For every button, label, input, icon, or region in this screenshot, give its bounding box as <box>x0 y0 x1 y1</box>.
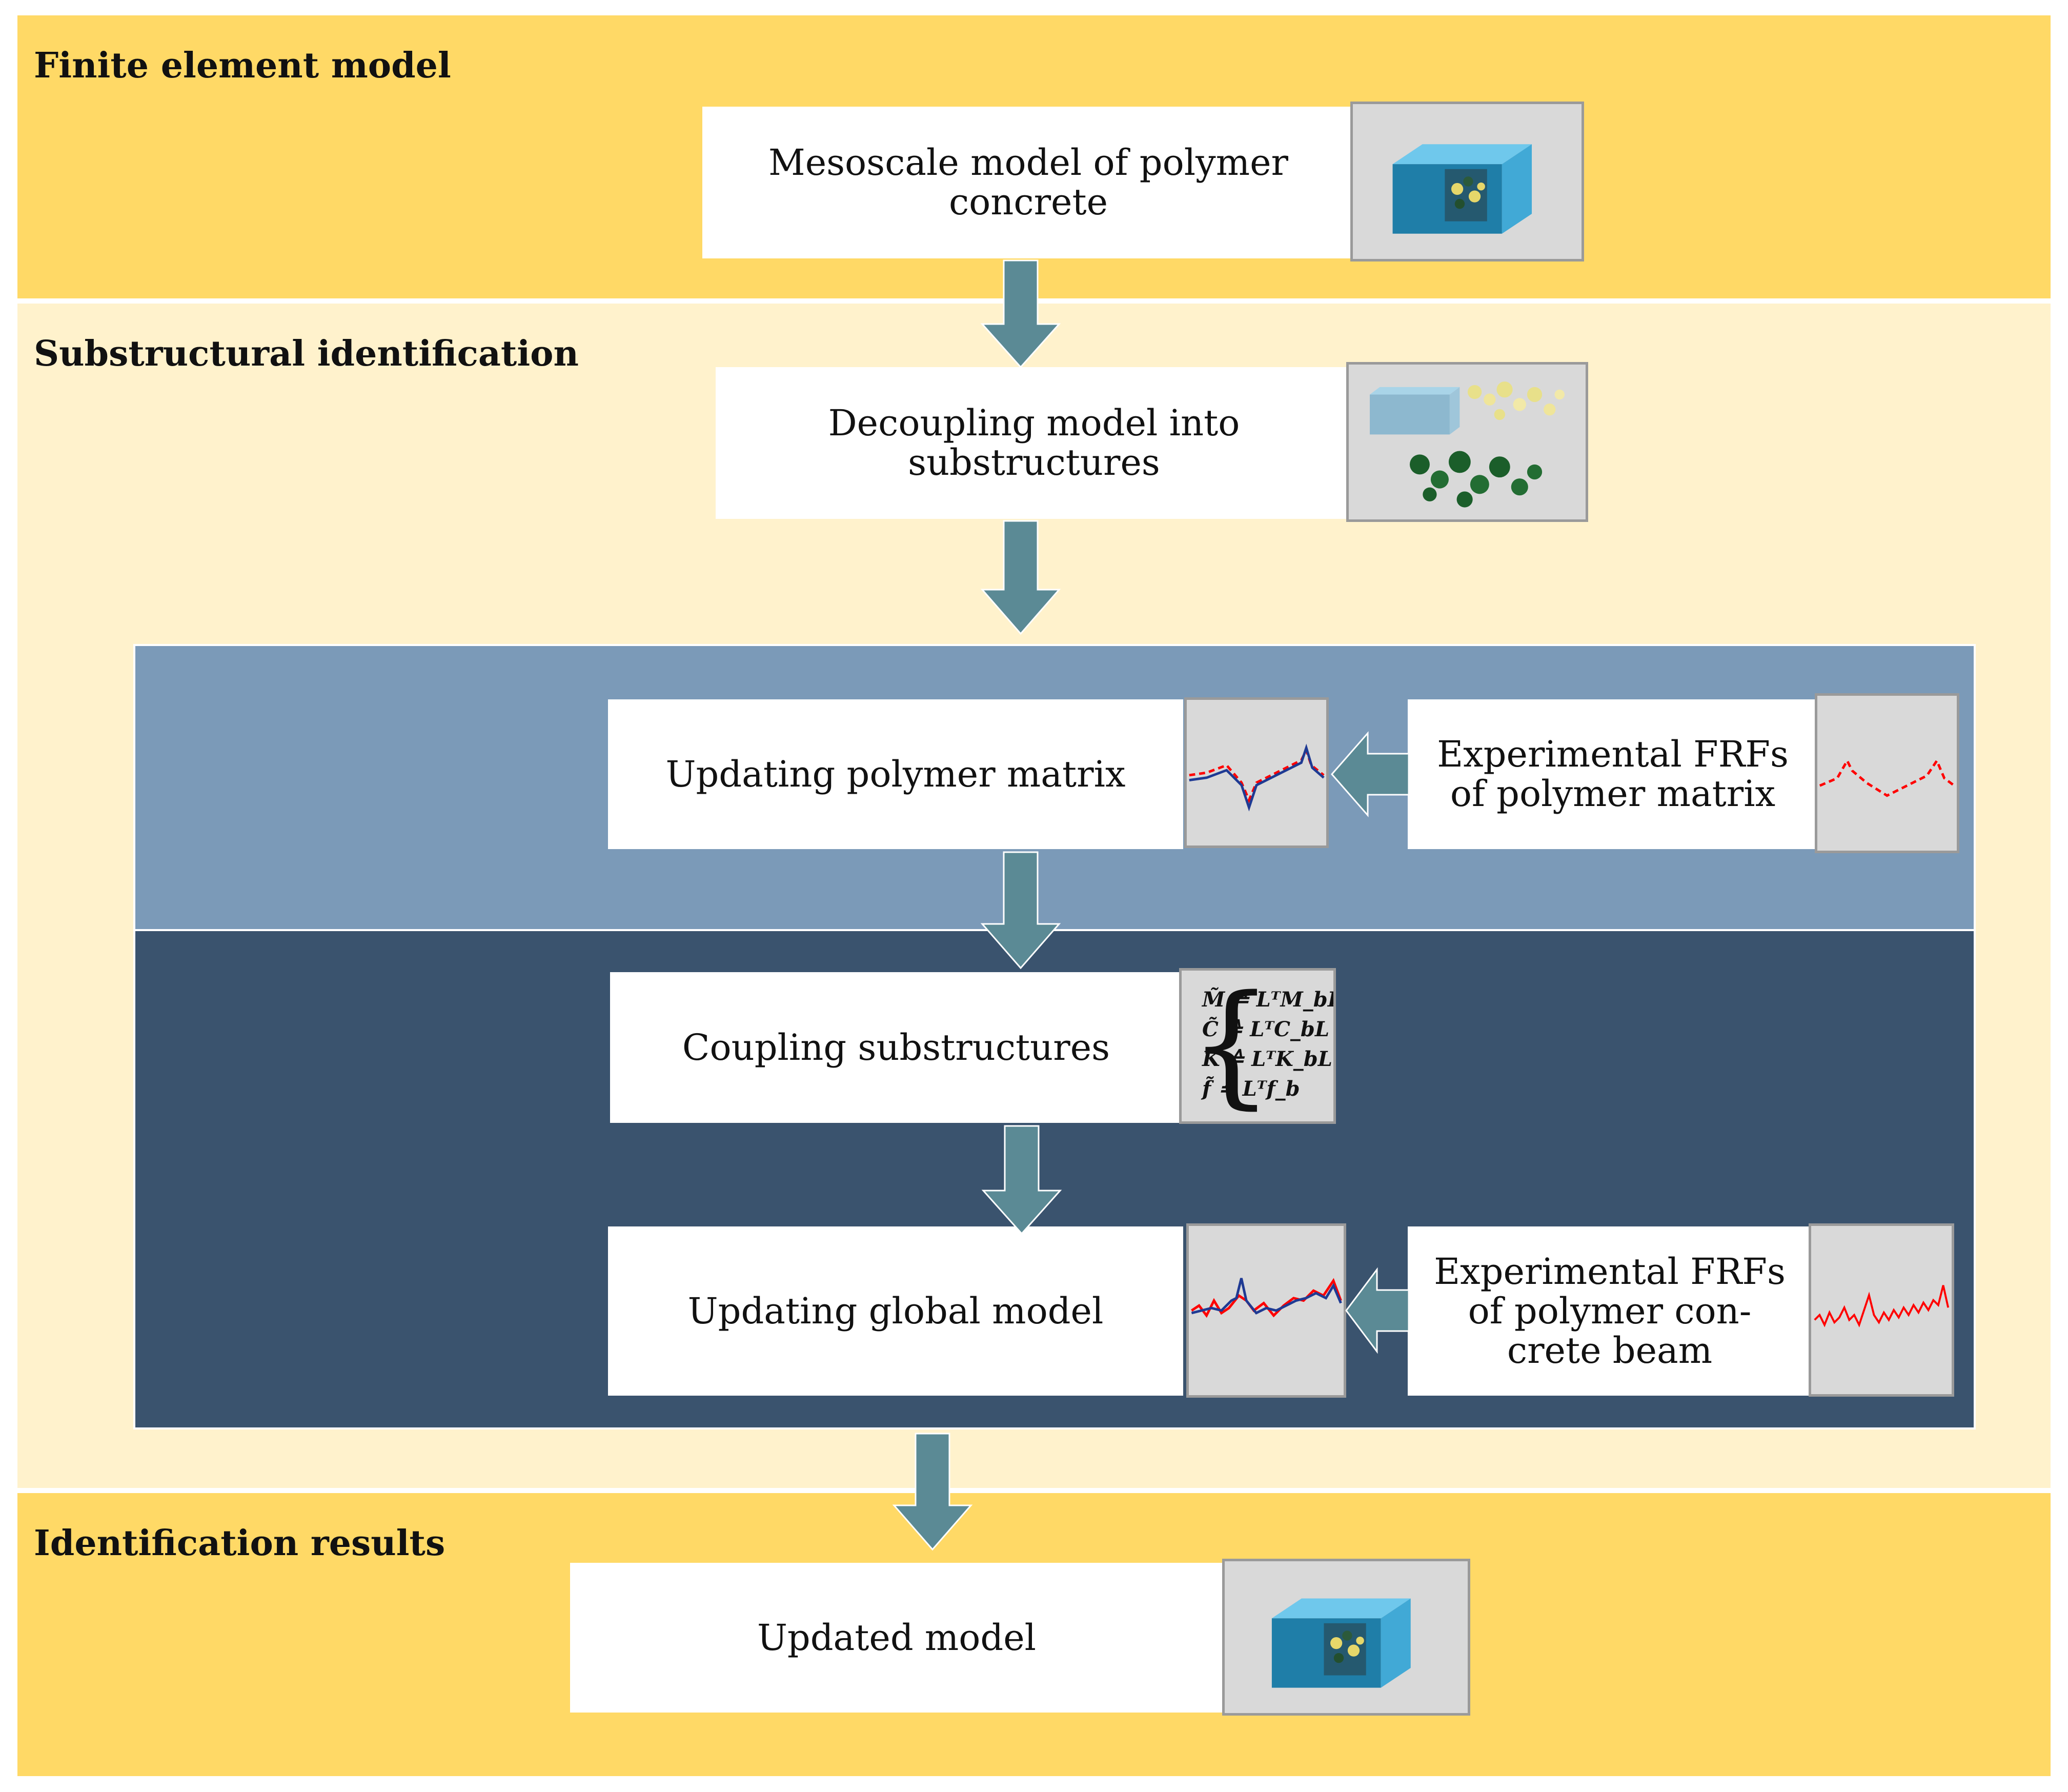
frf-global-curve-icon <box>1186 1223 1346 1398</box>
mesoscale-model-box: Mesoscale model of polymer concrete <box>702 107 1354 258</box>
updating-global-model-box: Updating global model <box>608 1226 1183 1396</box>
frf-experimental-curve-icon <box>1815 693 1959 853</box>
section-title-results: Identification results <box>34 1523 445 1564</box>
down-arrow-icon <box>892 1433 973 1551</box>
coupling-substructures-box: Coupling substructures <box>610 972 1182 1123</box>
substructures-icon <box>1346 362 1588 522</box>
experimental-frfs-beam-box: Experimental FRFs of polymer con-crete b… <box>1408 1226 1812 1396</box>
experimental-frfs-matrix-box: Experimental FRFs of polymer matrix <box>1408 699 1818 849</box>
equation-stiffness: K̃ ≙ LᵀK_bL <box>1202 1047 1332 1071</box>
decoupling-model-box: Decoupling model into substructures <box>716 367 1352 519</box>
coupling-equations-panel: { M̃ ≙ LᵀM_bL C̃ ≙ LᵀC_bL K̃ ≙ LᵀK_bL f̃… <box>1179 968 1336 1124</box>
frf-model-curve-icon <box>1184 697 1329 848</box>
down-arrow-icon <box>980 259 1061 369</box>
brace-icon: { <box>1189 968 1274 1122</box>
updated-block-icon <box>1222 1559 1470 1716</box>
equation-mass: M̃ ≙ LᵀM_bL <box>1202 988 1336 1012</box>
left-arrow-icon <box>1331 731 1410 817</box>
updated-model-box: Updated model <box>570 1563 1223 1713</box>
down-arrow-icon <box>980 851 1061 970</box>
frf-beam-experimental-curve-icon <box>1809 1223 1954 1397</box>
section-title-substructural: Substructural identification <box>34 333 579 374</box>
updating-polymer-matrix-box: Updating polymer matrix <box>608 699 1183 849</box>
equation-damping: C̃ ≙ LᵀC_bL <box>1202 1017 1330 1041</box>
section-title-finite-element: Finite element model <box>34 45 451 86</box>
concrete-block-icon <box>1350 102 1584 261</box>
left-arrow-icon <box>1345 1267 1410 1354</box>
down-arrow-icon <box>981 1125 1062 1235</box>
equation-force: f̃ ≙ Lᵀf_b <box>1202 1077 1300 1101</box>
down-arrow-icon <box>980 520 1061 635</box>
